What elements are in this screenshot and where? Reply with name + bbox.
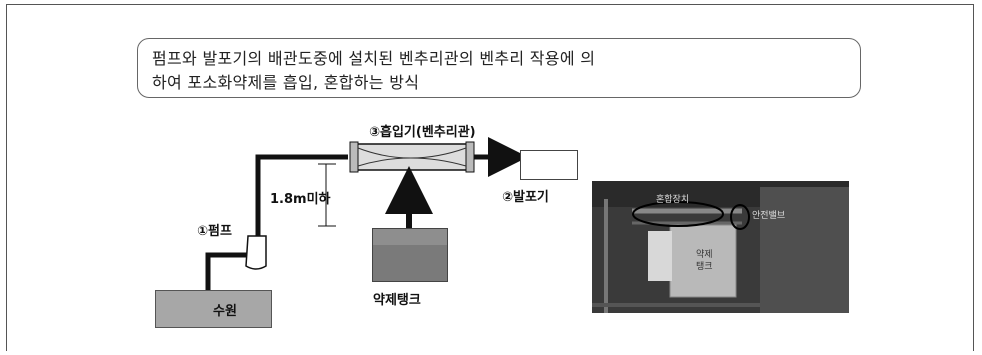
suction-pipe [205, 252, 250, 295]
pump-icon [245, 235, 267, 270]
pump-label: ①펌프 [197, 224, 232, 239]
description-line-1: 펌프와 발포기의 배관도중에 설치된 벤추리관의 벤추리 작용에 의 [152, 49, 596, 68]
page-frame [6, 4, 974, 351]
photo-mixing-device-label: 혼합장치 [656, 195, 690, 205]
safety-valve-highlight [730, 204, 750, 230]
inductor-label: ③흡입기(벤추리관) [369, 125, 476, 140]
concentrate-tank [372, 228, 448, 282]
photo-tank-label-1: 약제 [696, 250, 713, 260]
description-box: 펌프와 발포기의 배관도중에 설치된 벤추리관의 벤추리 작용에 의 하여 포소… [137, 38, 861, 98]
tank-label: 약제탱크 [373, 293, 421, 308]
description-line-2: 하여 포소화약제를 흡입, 혼합하는 방식 [152, 73, 420, 92]
foam-maker-label: ②발포기 [502, 190, 549, 205]
height-dimension [318, 163, 336, 227]
foam-maker-box [520, 150, 578, 180]
installation-photo: 혼합장치 안전밸브 약제 탱크 [592, 181, 849, 313]
mixing-device-highlight [632, 201, 724, 227]
discharge-pipe [255, 154, 348, 236]
venturi-inductor-icon [349, 141, 475, 173]
photo-safety-valve-label: 안전밸브 [752, 211, 786, 221]
water-source-label: 수원 [213, 304, 237, 319]
photo-tank-label-2: 탱크 [696, 262, 713, 272]
height-label: 1.8m미하 [270, 192, 331, 207]
water-source-tank [155, 290, 272, 328]
